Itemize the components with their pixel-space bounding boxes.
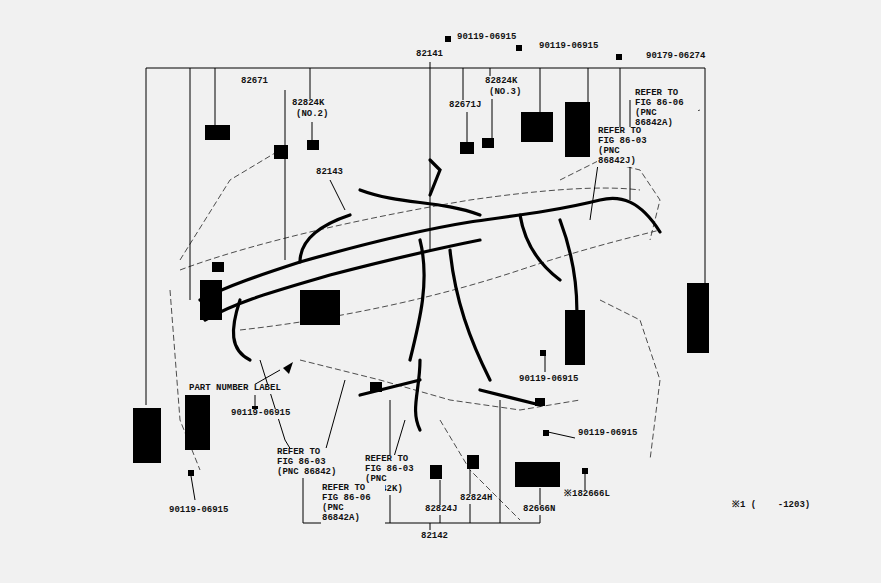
part-number: 82141 (415, 50, 444, 60)
part-number: 82666N (522, 505, 556, 515)
part-number: 90119-06915 (456, 33, 517, 43)
part-number: 90119-06915 (577, 429, 638, 439)
reference-note: REFER TO FIG 86-06 (PNC 86842A) (321, 484, 385, 524)
part-number: ※182666L (563, 490, 611, 500)
part-number: 90179-06274 (645, 52, 706, 62)
callout-text: PART NUMBER LABEL (188, 384, 282, 394)
part-number: 82824K (291, 99, 325, 109)
part-number: 90119-06915 (538, 42, 599, 52)
part-number: 82142 (420, 532, 449, 542)
part-number: 90119-06915 (168, 506, 229, 516)
part-number: 82824H (459, 494, 493, 504)
part-number: 82824K (484, 77, 518, 87)
part-number-note: (NO.2) (295, 110, 329, 120)
part-number: 82671J (448, 101, 482, 111)
part-number: 82143 (315, 168, 344, 178)
part-number: 90119-06915 (518, 375, 579, 385)
footnote: ※1 ( -1203) (731, 501, 811, 511)
reference-note: REFER TO FIG 86-03 (PNC 86842J) (597, 127, 661, 167)
part-number: 82671 (240, 77, 269, 87)
part-number: 90119-06915 (230, 409, 291, 419)
reference-note: REFER TO FIG 86-06 (PNC 86842A) (634, 89, 698, 129)
part-number: 82824J (424, 505, 458, 515)
part-number-note: (NO.3) (488, 88, 522, 98)
reference-note: REFER TO FIG 86-03 (PNC 86842) (276, 448, 340, 478)
